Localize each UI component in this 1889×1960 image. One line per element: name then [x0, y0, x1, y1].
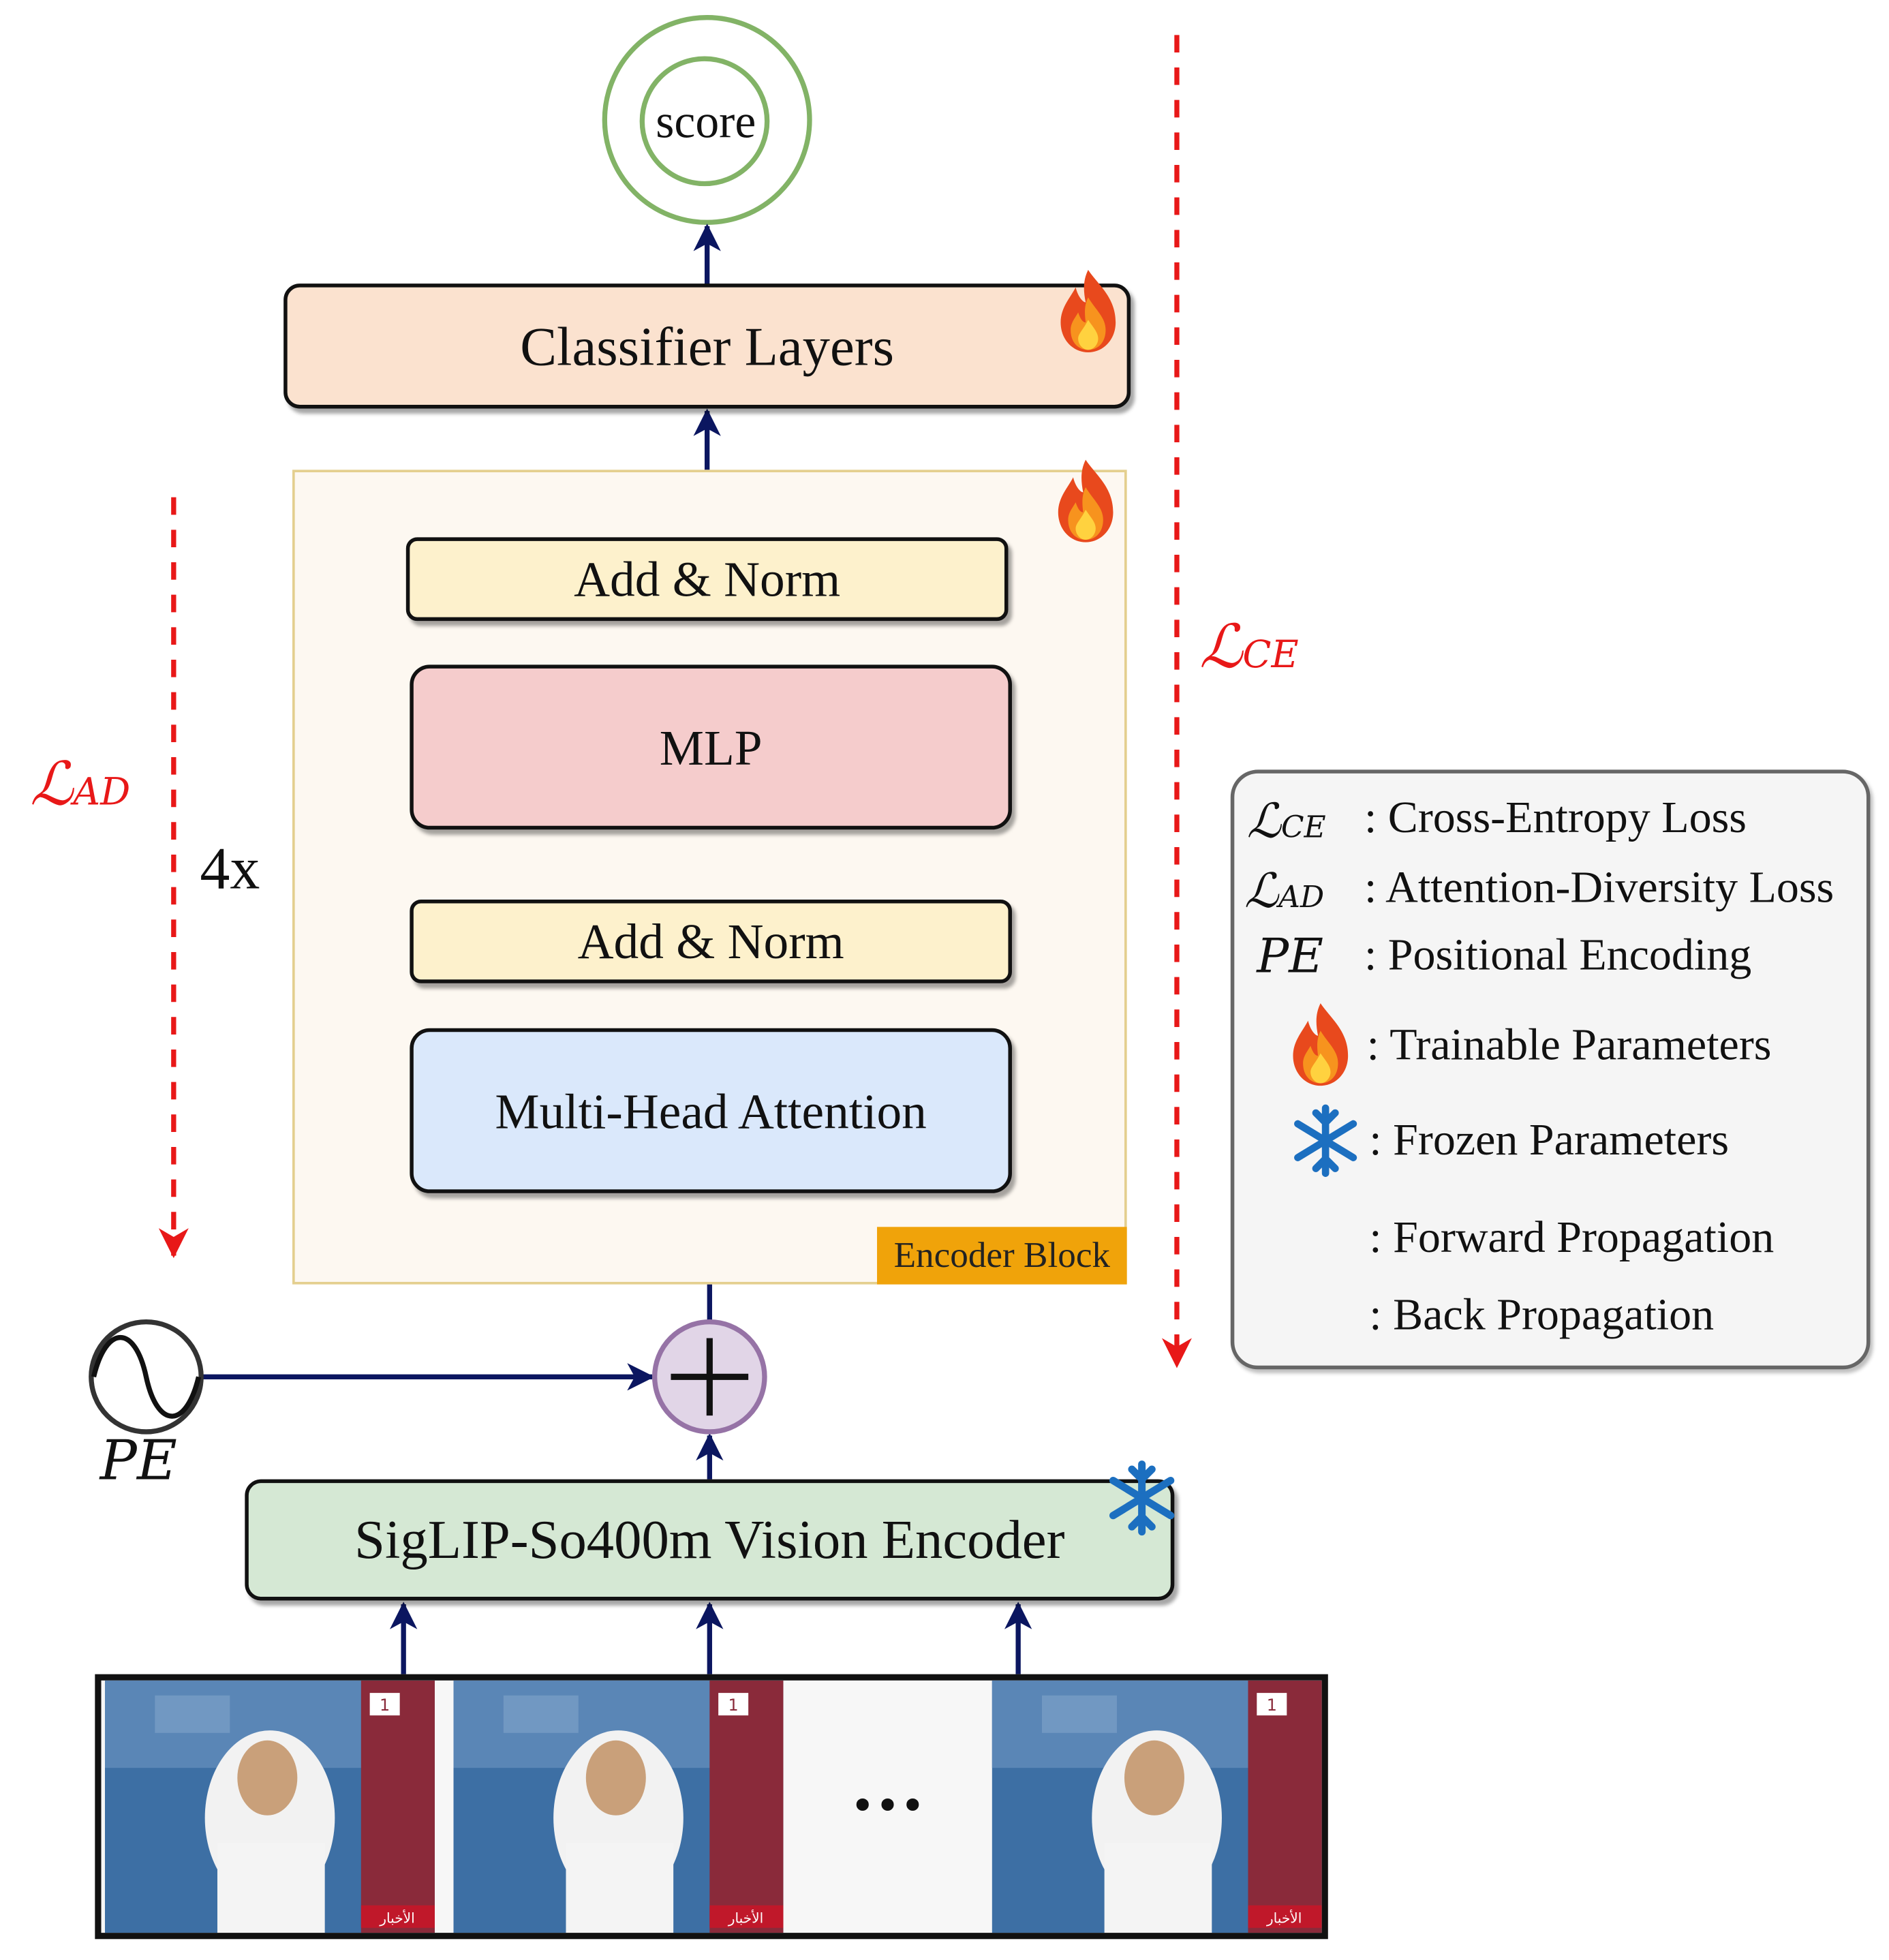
- loss-ce-label: ℒCE: [1199, 612, 1299, 682]
- vision-encoder-label: SigLIP-So400m Vision Encoder: [354, 1509, 1065, 1571]
- fire-icon: [1058, 459, 1114, 542]
- score-label: score: [656, 96, 756, 149]
- loss-ad-symbol: ℒ: [29, 749, 74, 820]
- fire-icon: [1293, 1003, 1349, 1086]
- frames-ellipsis: •••: [850, 1781, 925, 1832]
- frame-overlay-text: الأخبار: [379, 1910, 415, 1926]
- score-outer-ring: [602, 14, 812, 225]
- add-norm-top-label: Add & Norm: [574, 551, 841, 607]
- frame-channel-badge: 1: [1267, 1696, 1277, 1715]
- legend-back-text: : Back Propagation: [1369, 1289, 1715, 1340]
- legend-ce-text: : Cross-Entropy Loss: [1364, 792, 1747, 842]
- video-frames-strip: الأخبار 1 الأخبار 1 •••: [95, 1674, 1328, 1940]
- legend-forward-text: : Forward Propagation: [1369, 1212, 1775, 1262]
- video-frame-3: الأخبار 1: [992, 1680, 1322, 1933]
- loss-ce-sub: CE: [1242, 633, 1299, 677]
- legend-pe-symbol: PE: [1257, 928, 1324, 983]
- encoder-block-label: Encoder Block: [876, 1227, 1127, 1285]
- pe-label: PE: [99, 1429, 177, 1493]
- legend-frozen-text: : Frozen Parameters: [1369, 1114, 1730, 1165]
- multi-head-attention-label: Multi-Head Attention: [495, 1082, 927, 1139]
- video-frame-2: الأخبار 1: [453, 1680, 784, 1933]
- loss-ad-sub: AD: [73, 771, 131, 815]
- legend-pe-text: : Positional Encoding: [1364, 929, 1752, 980]
- mlp-box: MLP: [410, 664, 1012, 830]
- frame-channel-badge: 1: [380, 1696, 390, 1715]
- fire-icon: [1060, 269, 1116, 352]
- frame-overlay-text: الأخبار: [1266, 1910, 1302, 1926]
- legend-trainable-text: : Trainable Parameters: [1366, 1019, 1772, 1070]
- frame-overlay-text: الأخبار: [728, 1910, 764, 1926]
- multi-head-attention-box: Multi-Head Attention: [410, 1028, 1012, 1193]
- legend-panel: ℒCE : Cross-Entropy Loss ℒAD : Attention…: [1230, 769, 1871, 1370]
- add-norm-bottom-label: Add & Norm: [577, 913, 844, 970]
- repeat-label: 4x: [200, 836, 260, 902]
- mlp-label: MLP: [659, 719, 763, 776]
- legend-ad-text: : Attention-Diversity Loss: [1364, 861, 1834, 913]
- classifier-layers-box: Classifier Layers: [283, 284, 1131, 409]
- loss-ad-label: ℒAD: [30, 750, 130, 820]
- add-norm-bottom-box: Add & Norm: [410, 899, 1012, 983]
- frame-channel-badge: 1: [728, 1696, 739, 1715]
- snowflake-icon: [1294, 1104, 1357, 1177]
- video-frame-1: الأخبار 1: [104, 1680, 435, 1933]
- add-norm-top-box: Add & Norm: [405, 537, 1009, 622]
- snowflake-icon: [1109, 1460, 1175, 1536]
- legend-ce-symbol: ℒCE: [1246, 793, 1326, 848]
- legend-ad-symbol: ℒAD: [1244, 863, 1325, 919]
- classifier-layers-label: Classifier Layers: [520, 315, 895, 377]
- vision-encoder-box: SigLIP-So400m Vision Encoder: [245, 1479, 1175, 1601]
- loss-ce-symbol: ℒ: [1199, 612, 1243, 682]
- score-inner-ring: [639, 56, 770, 187]
